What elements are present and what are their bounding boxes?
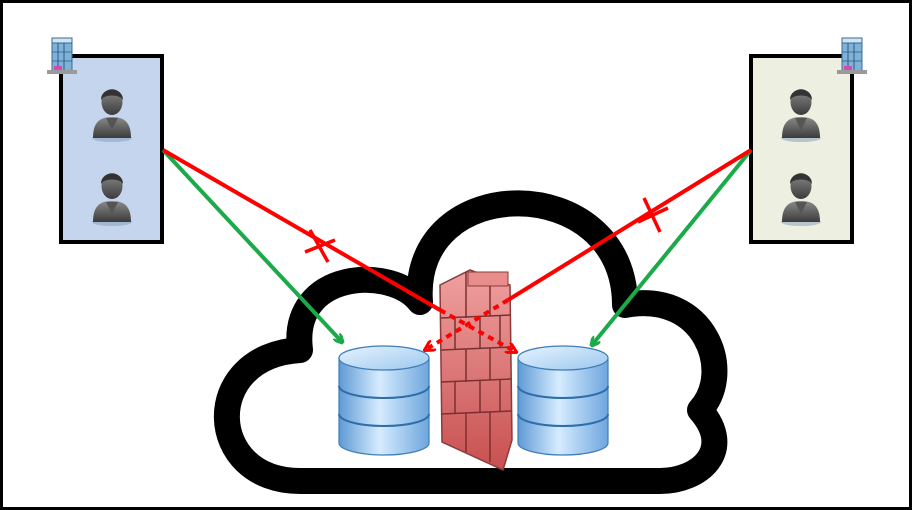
allowed-arrow-right <box>592 148 753 345</box>
x-mark <box>637 197 669 233</box>
tenant-left <box>46 37 164 244</box>
blocked-arrow-left <box>161 148 516 352</box>
database-icon-left <box>338 345 430 456</box>
blocked-arrow-right <box>425 148 753 350</box>
allowed-arrow-left <box>161 148 342 342</box>
building-icon <box>46 37 78 75</box>
tenant-right <box>749 37 868 244</box>
firewall-icon <box>439 269 513 472</box>
building-icon <box>836 37 868 75</box>
x-mark <box>304 229 336 263</box>
database-icon-right <box>517 345 609 456</box>
